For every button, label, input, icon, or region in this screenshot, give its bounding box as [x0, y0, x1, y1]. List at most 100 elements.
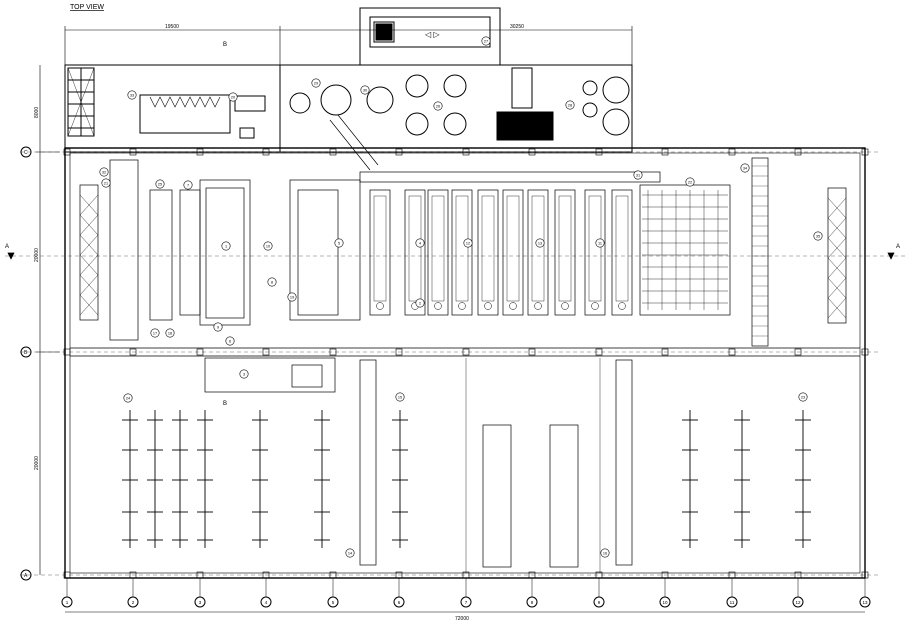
dim-left-upper: 8000 [34, 107, 40, 118]
grid-lines [5, 151, 905, 576]
process-cell-fan [509, 302, 517, 310]
column-label-circle [260, 596, 272, 608]
process-cell-inner [408, 195, 422, 302]
column-label: 11 [730, 600, 735, 605]
column-plate [129, 348, 137, 356]
row-label-c: C [24, 150, 28, 156]
column-plate [794, 148, 802, 156]
callout-circle [155, 179, 165, 189]
process-cell [404, 189, 426, 316]
callout-number: 18 [168, 332, 172, 336]
callout-number: 24 [126, 397, 130, 401]
lower-hall [122, 357, 811, 573]
annex-building: ◁ ▷ [64, 7, 633, 153]
column-label-circle [61, 596, 73, 608]
callout-number: 14 [348, 552, 352, 556]
column-plate [595, 148, 603, 156]
row-label-a: A [24, 573, 28, 579]
callout-circle [228, 92, 238, 102]
process-cell-fan [591, 302, 599, 310]
callout-number: 7 [187, 184, 189, 188]
callout-number: 35 [816, 235, 820, 239]
column-label: 1 [66, 600, 69, 605]
column-label-circle [327, 596, 339, 608]
process-line [79, 114, 847, 347]
dim-top-right: 30250 [510, 24, 524, 30]
main-building-walls [64, 147, 866, 579]
column-plate [528, 348, 536, 356]
callout-number: 5 [338, 242, 340, 246]
callout-number: 34 [743, 167, 747, 171]
column-plate [395, 348, 403, 356]
callout-circle [263, 241, 273, 251]
column-plate [661, 348, 669, 356]
process-cell [427, 189, 449, 316]
callout-number: 25 [158, 183, 162, 187]
callout-number: 33 [130, 94, 134, 98]
callout-circle [221, 241, 231, 251]
callout-number: 20 [231, 96, 235, 100]
callout-number: 16 [603, 552, 607, 556]
process-cell [584, 189, 606, 316]
process-cell-inner [455, 195, 469, 302]
column-label-circle [460, 596, 472, 608]
callout-number: 32 [102, 171, 106, 175]
column-label: 6 [398, 600, 401, 605]
column-label: 12 [795, 600, 801, 605]
callout-circle [535, 238, 545, 248]
section-b-top: B [223, 42, 227, 48]
process-cell-fan [534, 302, 542, 310]
view-title: TOP VIEW [70, 4, 104, 11]
column-label-circle [659, 596, 671, 608]
column-plate [196, 348, 204, 356]
process-cell [477, 189, 499, 316]
callout-number: 22 [688, 181, 692, 185]
callout-number: 30 [363, 89, 367, 93]
callout-circle [415, 298, 425, 308]
callout-circle [360, 85, 370, 95]
column-plate [63, 348, 71, 356]
callout-number: 26 [436, 105, 440, 109]
column-plate [861, 148, 869, 156]
callout-number: 27 [484, 40, 488, 44]
callout-number: 6 [229, 340, 231, 344]
column-plate [329, 348, 337, 356]
column-plate [462, 148, 470, 156]
callout-circle [633, 170, 643, 180]
callout-circle [239, 369, 249, 379]
dim-top-left: 19500 [165, 24, 179, 30]
column-label-circle [792, 596, 804, 608]
section-a-left: A [5, 244, 9, 250]
callout-number: 10 [266, 245, 270, 249]
callout-circle [334, 238, 344, 248]
column-label: 4 [265, 600, 268, 605]
process-cell-inner [431, 195, 445, 302]
process-cell-inner [558, 195, 572, 302]
column-label: 9 [598, 600, 601, 605]
row-labels: C B A [20, 146, 32, 581]
process-cell-fan [618, 302, 626, 310]
column-plate [395, 148, 403, 156]
column-label-circle [393, 596, 405, 608]
column-label: 3 [199, 600, 202, 605]
section-b-bottom: B [223, 401, 227, 407]
callout-number: 15 [398, 396, 402, 400]
column-plate [129, 148, 137, 156]
column-label: 13 [862, 600, 868, 605]
column-plate [63, 148, 71, 156]
column-label: 2 [132, 600, 135, 605]
callout-circle [127, 90, 137, 100]
callout-number: 9 [217, 326, 219, 330]
callout-number: 29 [314, 82, 318, 86]
callout-circle [395, 392, 405, 402]
callout-number: 8 [271, 281, 273, 285]
callout-number: 13 [538, 242, 542, 246]
callout-circle [267, 277, 277, 287]
row-label-b: B [24, 350, 28, 356]
callout-number: 19 [290, 296, 294, 300]
process-cell-inner [531, 195, 545, 302]
callout-number: 2 [419, 302, 421, 306]
callout-circle [600, 548, 610, 558]
process-cell [554, 189, 576, 316]
